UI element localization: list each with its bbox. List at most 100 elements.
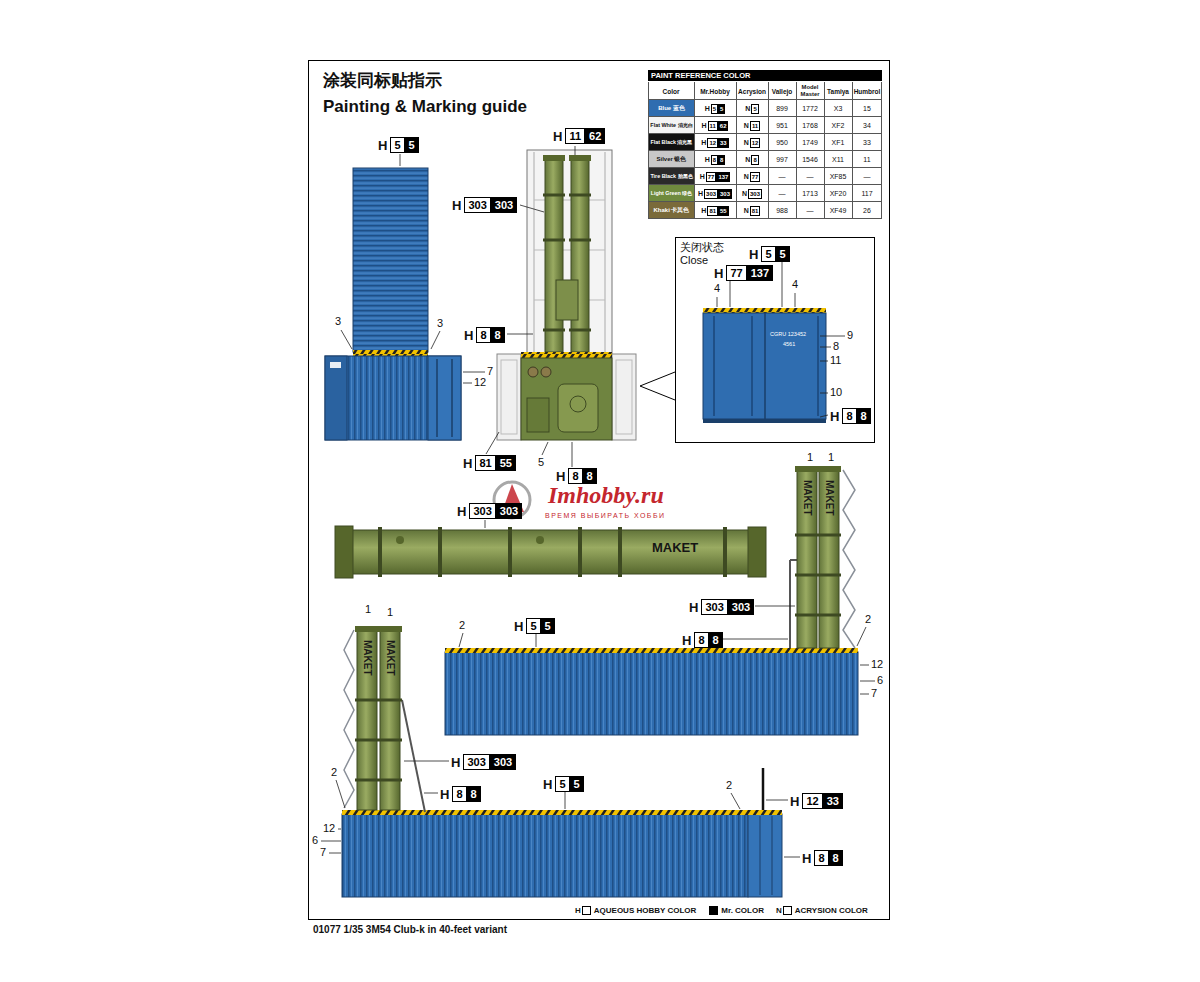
header-cell: Tamiya xyxy=(824,82,852,100)
paint-callout: H1233 xyxy=(790,793,843,809)
paint-callout: H8155 xyxy=(701,206,728,216)
acrysion-number: 77 xyxy=(750,172,761,182)
mr-color-number: 303 xyxy=(491,197,517,213)
paint-number-cell: 34 xyxy=(852,117,882,134)
missile-canister-part xyxy=(536,536,544,544)
launcher-40ft-bottom-part xyxy=(378,626,402,632)
column-heading: Mr.Hobby xyxy=(700,88,730,95)
callout-number: 3 xyxy=(335,315,341,328)
callout-number: 4 xyxy=(714,282,720,295)
legend-sample xyxy=(783,906,792,915)
paint-number-cell: 117 xyxy=(852,185,882,202)
paint-number-cell: X3 xyxy=(824,100,852,117)
hobby-number: 8 xyxy=(711,155,718,165)
paint-callout: H88 xyxy=(556,468,597,484)
legend-sample xyxy=(709,906,718,915)
hobby-number: 12 xyxy=(802,793,822,809)
launcher-raised-part xyxy=(616,360,632,434)
hobby-number: 303 xyxy=(463,754,489,770)
color-swatch: Tire Black 胎黑色 xyxy=(649,168,694,184)
hobby-number: 8 xyxy=(452,786,466,802)
launcher-raised-part xyxy=(501,360,517,434)
launcher-40ft-bottom-part xyxy=(355,626,379,632)
acrysion-number: 8 xyxy=(751,155,758,165)
paint-number-cell: 1768 xyxy=(796,117,824,134)
watermark-logo-part xyxy=(494,482,530,518)
paint-number: XF20 xyxy=(830,190,847,197)
leader-lines-part xyxy=(341,154,485,383)
tube-marking: MAKET xyxy=(361,640,373,676)
mr-color-number: 303 xyxy=(718,189,732,199)
callout-number: 10 xyxy=(830,386,842,399)
launcher-40ft-right-part xyxy=(790,559,797,561)
container-upright-part xyxy=(330,362,341,368)
hobby-number: 8 xyxy=(814,850,828,866)
paint-prefix: H xyxy=(464,329,473,342)
paint-number-cell: 11 xyxy=(852,151,882,168)
paint-number-cell: — xyxy=(852,168,882,185)
acrysion-number: 12 xyxy=(750,138,761,148)
missile-canister xyxy=(335,526,766,578)
paint-number-cell: XF2 xyxy=(824,117,852,134)
page-frame xyxy=(309,61,890,920)
paint-callout: H55 xyxy=(514,618,555,634)
callout-number: 8 xyxy=(833,340,839,353)
paint-prefix: H xyxy=(830,410,839,423)
paint-number-cell: 15 xyxy=(852,100,882,117)
acrysion-cell: N8 xyxy=(736,151,768,168)
acrysion-cell: N81 xyxy=(736,202,768,219)
color-swatch: Flat White 消光白 xyxy=(649,117,694,133)
callout-number: 7 xyxy=(320,846,326,859)
acrysion-prefix: N xyxy=(742,190,747,197)
legend-sample xyxy=(582,906,591,915)
hobby-number: 5 xyxy=(526,618,540,634)
paint-callout: H88 xyxy=(705,155,726,165)
paint-number: X11 xyxy=(832,156,844,163)
color-swatch: Khaki 卡其色 xyxy=(649,202,694,218)
callout-number: 5 xyxy=(538,456,544,469)
paint-number-cell: XF49 xyxy=(824,202,852,219)
callout-number: 7 xyxy=(871,687,877,700)
paint-number-cell: — xyxy=(796,202,824,219)
hobby-number: 12 xyxy=(707,138,718,148)
paint-number-cell: X11 xyxy=(824,151,852,168)
color-name: Khaki 卡其色 xyxy=(653,207,689,214)
chinese-title: 涂装同标贴指示 xyxy=(323,70,442,92)
header-cell: Vallejo xyxy=(768,82,796,100)
launcher-raised-part xyxy=(569,155,591,161)
column-heading: Acrysion xyxy=(738,88,766,95)
container-upright-part xyxy=(353,350,428,356)
paint-number: 34 xyxy=(863,122,871,129)
paint-number-cell: 951 xyxy=(768,117,796,134)
launcher-raised-part xyxy=(612,354,636,440)
legend-prefix: H xyxy=(575,905,581,916)
launcher-raised-part xyxy=(545,158,563,352)
paint-prefix: H xyxy=(452,199,461,212)
paint-number: 33 xyxy=(863,139,871,146)
leader-lines xyxy=(321,146,875,857)
page-frame-part xyxy=(309,61,890,920)
hobby-number: 8 xyxy=(568,468,582,484)
launcher-raised-part xyxy=(558,384,598,432)
watermark: Imhobby.ru xyxy=(548,482,664,508)
paint-callout: H303303 xyxy=(452,197,517,213)
paint-number: 15 xyxy=(863,105,871,112)
launcher-40ft-bottom-part xyxy=(355,700,402,780)
paint-prefix: H xyxy=(701,139,706,146)
mr-color-number: 8 xyxy=(857,408,871,424)
paint-callout: H303303 xyxy=(457,503,522,519)
color-system-key: HAQUEOUS HOBBY COLORMr. COLORNACRYSION C… xyxy=(575,905,868,916)
callout-number: 1 xyxy=(807,451,813,464)
callout-number: 7 xyxy=(487,365,493,378)
mr-hobby-cell: H8155 xyxy=(694,202,736,219)
mr-color-number: 62 xyxy=(585,128,605,144)
column-heading: Color xyxy=(663,88,680,95)
callout-number: 2 xyxy=(865,613,871,626)
mr-color-number: 5 xyxy=(541,618,555,634)
mr-color-number: 8 xyxy=(829,850,843,866)
paint-prefix: H xyxy=(543,778,552,791)
paint-prefix: H xyxy=(514,620,523,633)
legend-text: AQUEOUS HOBBY COLOR xyxy=(594,905,697,916)
launcher-40ft-right-part xyxy=(445,648,858,653)
paint-number-cell: 988 xyxy=(768,202,796,219)
